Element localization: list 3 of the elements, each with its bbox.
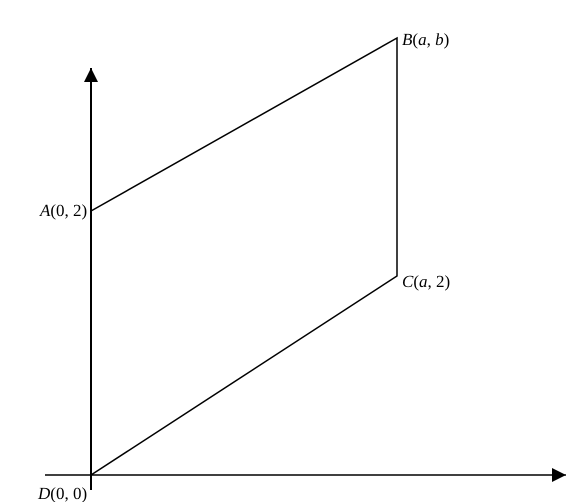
point-label: A(0, 2) <box>40 201 88 221</box>
point-label: C(a, 2) <box>402 272 450 292</box>
point-label: B(a, b) <box>402 30 450 50</box>
